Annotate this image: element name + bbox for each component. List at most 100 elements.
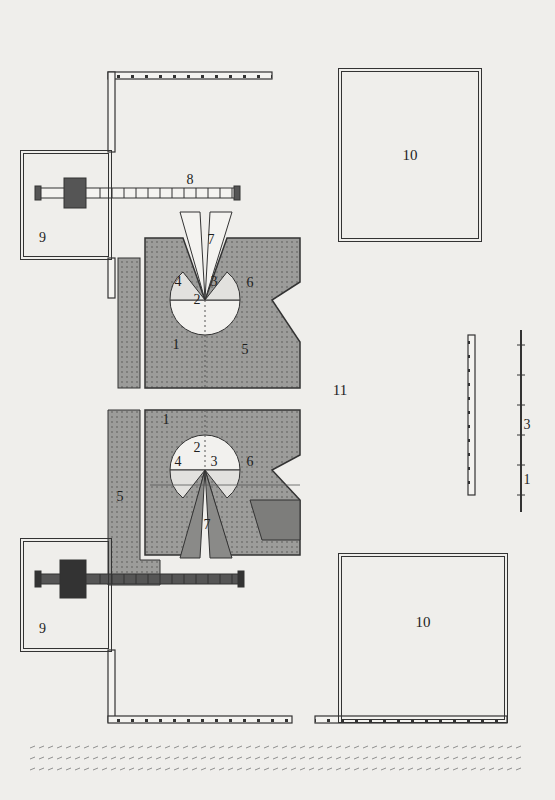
stroke (156, 757, 161, 759)
stroke (192, 746, 197, 748)
stroke (399, 746, 404, 748)
stroke (309, 757, 314, 759)
stroke (291, 768, 296, 770)
stroke (147, 768, 152, 770)
stroke (480, 757, 485, 759)
stroke (232, 188, 233, 198)
stroke (129, 746, 134, 748)
stroke (196, 188, 197, 198)
stroke (372, 768, 377, 770)
room: 10 (338, 68, 482, 242)
scale-number: 3 (524, 417, 531, 433)
stroke (273, 768, 278, 770)
stroke (147, 746, 152, 748)
mill-upper (118, 212, 300, 388)
stroke (219, 757, 224, 759)
stroke (516, 768, 521, 770)
stroke (219, 768, 224, 770)
stroke (232, 574, 233, 584)
callout-number: 7 (208, 232, 215, 248)
stroke (291, 757, 296, 759)
stroke (160, 188, 161, 198)
stroke (255, 768, 260, 770)
stroke (363, 757, 368, 759)
stroke (435, 746, 440, 748)
stroke (124, 188, 125, 198)
stroke (147, 757, 152, 759)
stroke (228, 757, 233, 759)
stroke (300, 746, 305, 748)
stroke (399, 757, 404, 759)
stroke (417, 746, 422, 748)
room: 10 (338, 553, 508, 723)
stroke (471, 757, 476, 759)
stroke (453, 768, 458, 770)
stroke (516, 757, 521, 759)
stroke (246, 768, 251, 770)
stroke (124, 574, 125, 584)
stroke (309, 746, 314, 748)
stroke (354, 757, 359, 759)
stroke (39, 768, 44, 770)
stroke (444, 768, 449, 770)
stroke (201, 746, 206, 748)
stroke (48, 757, 53, 759)
mill-lower (108, 410, 300, 585)
callout-number: 11 (333, 382, 347, 398)
stroke (174, 757, 179, 759)
stroke (462, 746, 467, 748)
stroke (48, 768, 53, 770)
stroke (39, 746, 44, 748)
callout-number: 2 (194, 292, 201, 308)
callout-number: 4 (175, 454, 182, 470)
engine-room: 9 (20, 150, 112, 260)
stroke (255, 757, 260, 759)
stroke (426, 757, 431, 759)
stroke (372, 746, 377, 748)
stroke (480, 768, 485, 770)
shaft-ticks (100, 188, 525, 584)
stroke (219, 746, 224, 748)
stroke (426, 746, 431, 748)
stroke (228, 746, 233, 748)
callout-number: 5 (242, 342, 249, 358)
stroke (282, 757, 287, 759)
stroke (489, 768, 494, 770)
callout-number: 6 (247, 454, 254, 470)
stroke (165, 768, 170, 770)
stroke (129, 757, 134, 759)
stroke (192, 768, 197, 770)
stroke (136, 188, 137, 198)
stroke (184, 574, 185, 584)
stroke (372, 757, 377, 759)
stroke (57, 757, 62, 759)
stroke (30, 746, 35, 748)
stroke (390, 757, 395, 759)
stroke (237, 768, 242, 770)
stroke (471, 746, 476, 748)
stroke (138, 757, 143, 759)
callout-number: 3 (211, 454, 218, 470)
stroke (220, 574, 221, 584)
stroke (354, 746, 359, 748)
stroke (165, 757, 170, 759)
stroke (390, 768, 395, 770)
stroke (129, 768, 134, 770)
stroke (184, 188, 185, 198)
stroke (237, 757, 242, 759)
stroke (309, 768, 314, 770)
stroke (102, 746, 107, 748)
stroke (160, 574, 161, 584)
stroke (30, 757, 35, 759)
stroke (327, 746, 332, 748)
stroke (498, 768, 503, 770)
stroke (100, 188, 101, 198)
stroke (210, 757, 215, 759)
stroke (93, 768, 98, 770)
stroke (111, 757, 116, 759)
stroke (480, 746, 485, 748)
stroke (300, 768, 305, 770)
stroke (84, 746, 89, 748)
stroke (196, 574, 197, 584)
